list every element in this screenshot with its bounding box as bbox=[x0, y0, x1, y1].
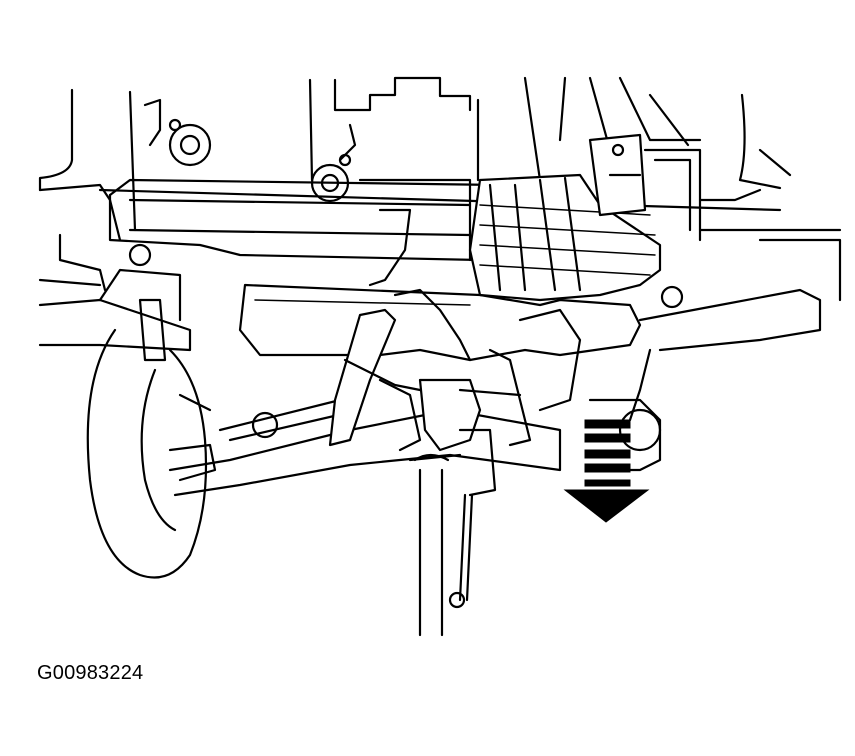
figure-id-label: G00983224 bbox=[37, 662, 144, 684]
down-direction-arrow bbox=[565, 420, 648, 522]
engine-oil-pan bbox=[240, 180, 640, 360]
right-control-arm bbox=[590, 290, 820, 470]
steering-linkage bbox=[330, 310, 580, 495]
vehicle-body-outline bbox=[40, 78, 790, 240]
front-tire bbox=[88, 330, 215, 578]
cross-member bbox=[40, 180, 840, 300]
drive-shaft bbox=[415, 455, 472, 635]
mount-bushing bbox=[130, 100, 682, 307]
transmission-bracket bbox=[470, 135, 700, 300]
